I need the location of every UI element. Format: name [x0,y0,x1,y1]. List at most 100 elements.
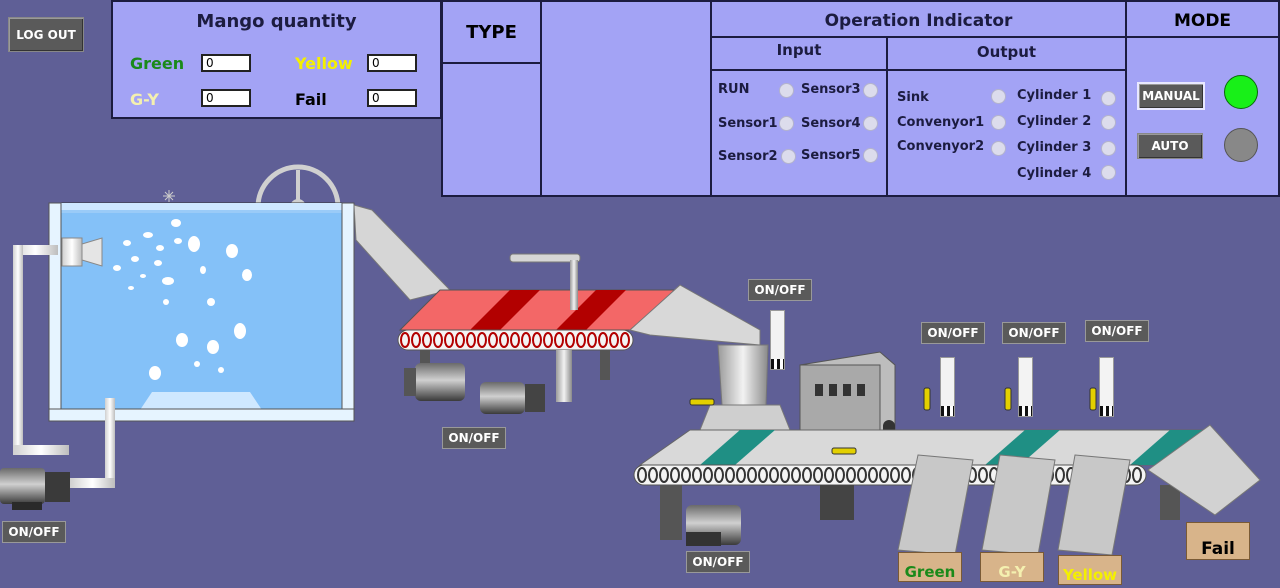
roller [890,467,900,483]
input-led-run [779,83,794,98]
green-box: Green [898,552,962,582]
roller [554,332,564,348]
output-led-sink [991,89,1006,104]
output-led-cylinder4 [1101,165,1116,180]
roller [411,332,421,348]
gy-label: G-Y [130,90,160,109]
roller [433,332,443,348]
roller [879,467,889,483]
fail-count-field[interactable]: 0 [367,89,417,107]
roller [824,467,834,483]
roller [758,467,768,483]
main-conveyor-motor-icon [686,505,741,546]
mode-divider [1127,36,1278,38]
mango-quantity-title: Mango quantity [196,11,357,32]
conveyor-motor-1-icon [404,363,465,401]
mode-title: MODE [1173,11,1232,31]
roller [543,332,553,348]
roller [598,332,608,348]
output-label-conveyor2: Convenyor2 [897,139,985,154]
input-led-sensor4 [863,116,878,131]
green-label: Green [130,54,185,73]
manual-button[interactable]: MANUAL [1137,82,1205,110]
roller [422,332,432,348]
roller [455,332,465,348]
roller [466,332,476,348]
auto-indicator-lamp [1224,128,1258,162]
roller [714,467,724,483]
spark-icon [163,190,175,202]
cylinder-1-icon [940,357,955,417]
roller [703,467,713,483]
type-title: TYPE [466,22,517,43]
cylinder3-onoff-button[interactable]: ON/OFF [1085,320,1149,342]
type-display-area [540,0,712,197]
output-label-cylinder3: Cylinder 3 [1017,140,1092,155]
roller [521,332,531,348]
input-label-sensor2: Sensor2 [718,149,778,164]
sorting-chutes [897,424,1261,556]
mango-quantity-panel: Mango quantity Green 0 Yellow 0 G-Y 0 Fa… [111,0,442,119]
hopper-onoff-button[interactable]: ON/OFF [748,279,812,301]
cylinder1-onoff-button[interactable]: ON/OFF [921,322,985,344]
green-count-field[interactable]: 0 [201,54,251,72]
conveyor-motor-2-icon [480,382,545,414]
input-label-sensor4: Sensor4 [801,116,861,131]
input-led-sensor2 [781,149,796,164]
roller [846,467,856,483]
roller [565,332,575,348]
roller [835,467,845,483]
conveyor2-onoff-button[interactable]: ON/OFF [686,551,750,573]
output-label-cylinder1: Cylinder 1 [1017,88,1092,103]
input-label-sensor3: Sensor3 [801,82,861,97]
roller [1055,467,1065,483]
fail-box: Fail [1186,522,1250,560]
roller [978,467,988,483]
cylinder2-onoff-button[interactable]: ON/OFF [1002,322,1066,344]
type-panel: TYPE [441,0,542,197]
pump-onoff-button[interactable]: ON/OFF [2,521,66,543]
auto-button[interactable]: AUTO [1137,133,1203,159]
roller [659,467,669,483]
yellow-label: Yellow [295,54,353,73]
output-label-cylinder2: Cylinder 2 [1017,114,1092,129]
cylinder-2-icon [1018,357,1033,417]
gy-count-field[interactable]: 0 [201,89,251,107]
yellow-count-field[interactable]: 0 [367,54,417,72]
roller [780,467,790,483]
type-divider [443,62,540,64]
op-divider-mid [886,36,888,197]
manual-indicator-lamp [1224,75,1258,109]
output-label-sink: Sink [897,90,929,105]
input-label-sensor1: Sensor1 [718,116,778,131]
roller [725,467,735,483]
roller [857,467,867,483]
roller [587,332,597,348]
roller [813,467,823,483]
fail-label: Fail [295,90,327,109]
roller [670,467,680,483]
water-pipe [13,237,115,488]
roller [692,467,702,483]
pump-motor-icon [0,468,70,510]
inclined-chute [353,204,451,301]
roller [499,332,509,348]
output-title: Output [976,43,1037,61]
roller [637,467,647,483]
output-led-conveyor2 [991,141,1006,156]
input-led-sensor3 [863,83,878,98]
conveyor1-onoff-button[interactable]: ON/OFF [442,427,506,449]
sorting-conveyor [633,429,1207,540]
roller [400,332,410,348]
gy-box: G-Y [980,552,1044,582]
roller [477,332,487,348]
proximity-sensor-icons [689,387,1097,455]
input-led-sensor1 [779,116,794,131]
roller [791,467,801,483]
roller [620,332,630,348]
roller [488,332,498,348]
output-led-conveyor1 [991,115,1006,130]
logout-button[interactable]: LOG OUT [8,17,84,52]
op-divider-top [712,36,1125,38]
